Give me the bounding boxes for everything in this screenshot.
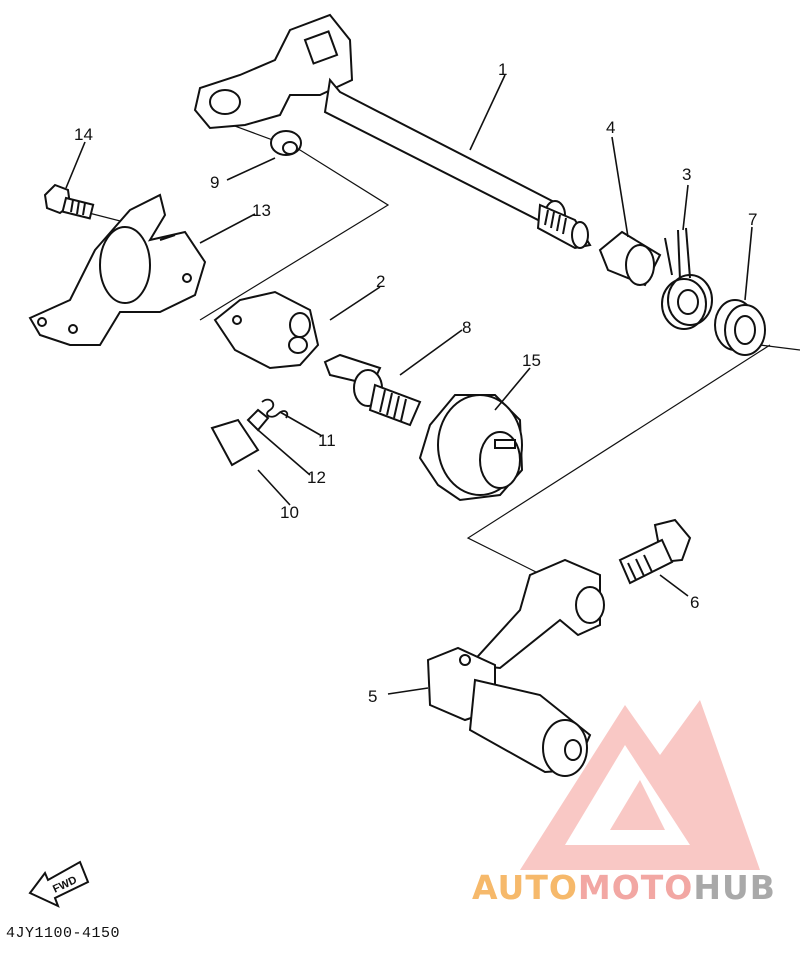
- callout-13: 13: [252, 201, 271, 220]
- part-1-shift-shaft: [193, 13, 592, 250]
- part-6-bolt: [618, 518, 692, 585]
- part-4-collar: [598, 230, 662, 287]
- part-5-shift-pedal: [426, 558, 605, 777]
- alignment-lines: [84, 117, 800, 579]
- callout-15: 15: [522, 351, 541, 370]
- part-14-bolt: [43, 183, 95, 220]
- callout-1: 1: [498, 60, 507, 79]
- part-15-segment: [418, 394, 524, 502]
- part-9-washer: [270, 130, 302, 156]
- callout-14: 14: [74, 125, 93, 144]
- part-7-oil-seal: [714, 299, 766, 356]
- callout-2: 2: [376, 272, 385, 291]
- part-10-stopper: [210, 418, 260, 467]
- callout-7: 7: [748, 210, 757, 229]
- callout-3: 3: [682, 165, 691, 184]
- part-11-spring: [261, 398, 289, 419]
- part-code: 4JY1100-4150: [6, 925, 121, 942]
- callout-10: 10: [280, 503, 299, 522]
- callout-6: 6: [690, 593, 699, 612]
- part-12-pin: [246, 408, 270, 432]
- callout-12: 12: [307, 468, 326, 487]
- watermark-auto: AUTO: [472, 868, 578, 907]
- part-2-shift-lever: [213, 290, 320, 370]
- watermark-moto: MOTO: [577, 868, 694, 907]
- part-13-bracket: [28, 193, 207, 346]
- callout-11: 11: [318, 431, 336, 450]
- watermark-logo: [520, 700, 760, 870]
- fwd-arrow-icon: FWD: [28, 860, 90, 908]
- leader-lines: [65, 74, 753, 695]
- callout-8: 8: [462, 318, 471, 337]
- watermark-text: AUTOMOTOHUB: [472, 868, 776, 907]
- callout-5: 5: [368, 687, 377, 706]
- callout-4: 4: [606, 118, 615, 137]
- callout-9: 9: [210, 173, 219, 192]
- part-8-bolt: [323, 353, 422, 427]
- watermark-hub: HUB: [693, 868, 776, 907]
- part-3-spring: [661, 227, 713, 330]
- callout-labels: 1 2 3 4 5 6 7 8 9 10 11 12 13 14 15: [74, 60, 757, 706]
